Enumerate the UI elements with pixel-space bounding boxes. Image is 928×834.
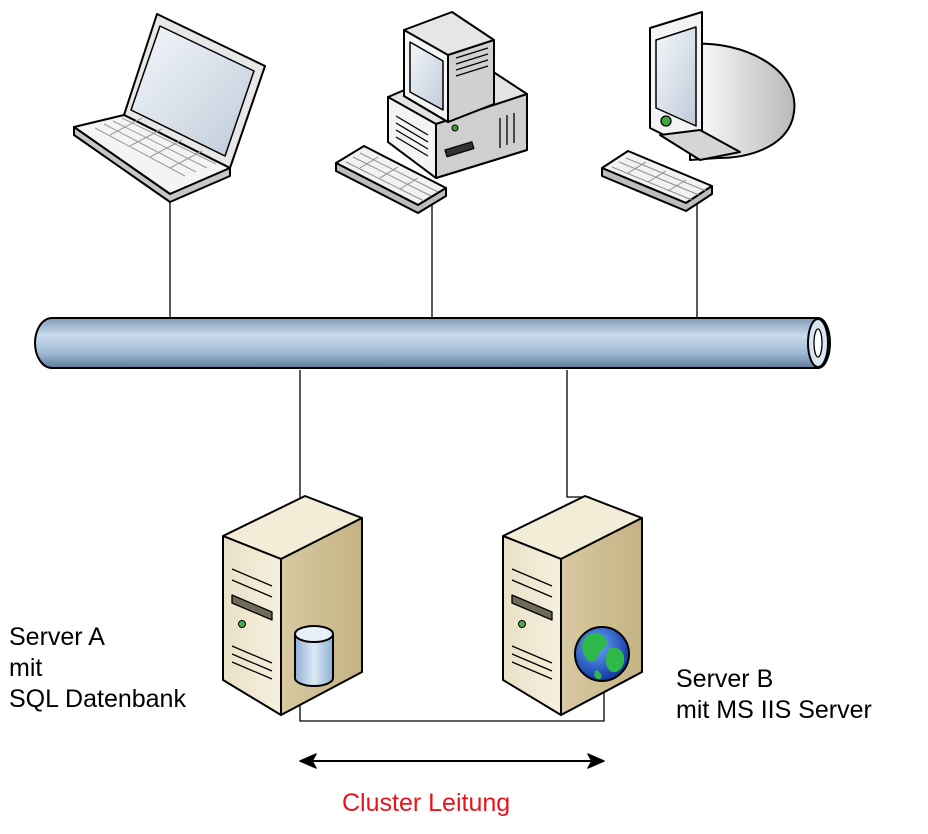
server-b-icon <box>502 495 643 716</box>
server-b-role: mit MS IIS Server <box>676 696 872 724</box>
crt-workstation-icon <box>601 11 796 212</box>
laptop-icon <box>73 13 266 203</box>
globe-icon <box>574 626 630 682</box>
server-a-mit: mit <box>9 654 43 682</box>
server-a-label: Server A mit SQL Datenbank <box>9 622 186 715</box>
cluster-label: Cluster Leitung <box>342 789 511 817</box>
cluster-arrow <box>299 753 605 769</box>
server-a-icon <box>222 495 363 716</box>
desktop-pc-icon <box>335 11 528 214</box>
server-a-role: SQL Datenbank <box>9 685 186 713</box>
server-b-link <box>566 370 590 498</box>
server-b-name: Server B <box>676 665 774 693</box>
server-b-label: Server B mit MS IIS Server <box>676 664 872 726</box>
server-a-name: Server A <box>9 623 105 651</box>
database-icon <box>294 625 334 687</box>
network-bus <box>34 317 831 369</box>
